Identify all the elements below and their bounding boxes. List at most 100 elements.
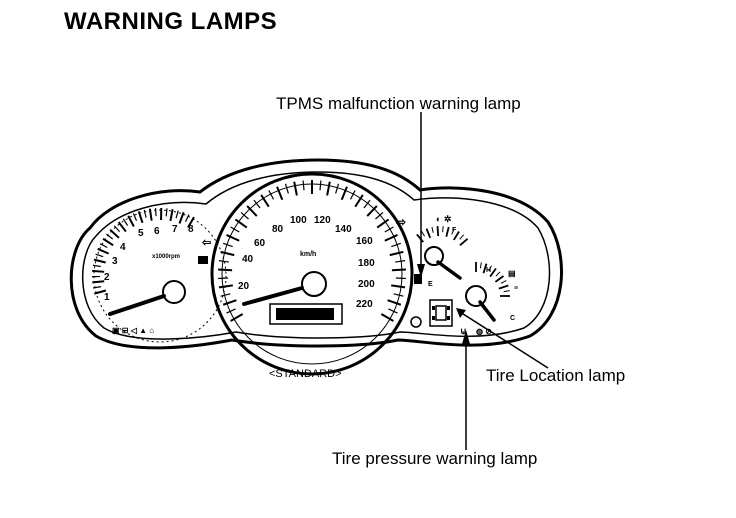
fuel-mark-e: E bbox=[428, 281, 433, 288]
tire-location-lamp-body bbox=[435, 305, 447, 321]
speed-label-220: 220 bbox=[356, 299, 373, 310]
tach-redzone bbox=[198, 256, 208, 264]
tachometer-tick bbox=[154, 208, 157, 217]
fuel-gauge-tick bbox=[459, 238, 469, 246]
tachometer-tick bbox=[97, 247, 110, 255]
speedometer-tick bbox=[246, 205, 258, 217]
tach-label-8: 8 bbox=[188, 224, 194, 235]
temp-gauge-needle bbox=[478, 300, 496, 322]
fuel-gauge-tick bbox=[421, 230, 425, 237]
fuel-gauge-tick bbox=[442, 226, 444, 233]
tachometer-tick bbox=[165, 208, 168, 217]
cluster-housing bbox=[69, 158, 564, 350]
speedometer-tick bbox=[363, 199, 371, 209]
tachometer-tick bbox=[113, 225, 121, 233]
right-indicator-icons: ▤ bbox=[508, 269, 516, 278]
tachometer-tick bbox=[187, 216, 195, 229]
temp-gauge-tick bbox=[500, 280, 507, 284]
tachometer-tick bbox=[169, 208, 174, 222]
speedometer-tick bbox=[349, 190, 356, 200]
tachometer-tick bbox=[117, 221, 127, 233]
temp-gauge-tick bbox=[489, 267, 497, 278]
fuel-gauge-tick bbox=[431, 226, 434, 233]
speedometer-tick bbox=[226, 234, 240, 242]
speedometer-tick bbox=[389, 250, 404, 257]
speed-label-80: 80 bbox=[272, 224, 284, 235]
tachometer-tick bbox=[132, 213, 138, 222]
temp-gauge-tick bbox=[495, 271, 501, 277]
tachometer-tick bbox=[178, 211, 185, 224]
tire-location-fl bbox=[432, 306, 435, 310]
speed-label-60: 60 bbox=[254, 238, 266, 249]
tachometer-tick bbox=[175, 210, 179, 219]
speedometer-tick bbox=[384, 234, 398, 242]
tachometer-tick bbox=[143, 209, 147, 218]
speedometer-tick bbox=[220, 250, 235, 257]
tachometer-tick bbox=[92, 264, 101, 268]
tachometer-face-ring bbox=[93, 209, 227, 343]
cluster-bezel bbox=[81, 171, 551, 340]
tachometer-tick bbox=[92, 286, 102, 289]
tachometer-tick bbox=[106, 233, 114, 240]
speedometer-tick bbox=[366, 205, 378, 217]
tire-location-lamp bbox=[429, 299, 453, 327]
tire-location-rl bbox=[432, 316, 435, 320]
speedometer-tick bbox=[230, 226, 240, 233]
fuel-gauge-tick bbox=[425, 228, 432, 239]
speedometer-tick bbox=[284, 183, 289, 194]
tire-pressure-lamp-icon: ⊍ bbox=[460, 326, 467, 336]
speed-label-160: 160 bbox=[356, 236, 373, 247]
fuel-gauge-needle bbox=[436, 260, 462, 280]
speedometer-tick bbox=[226, 308, 236, 314]
speedometer-tick bbox=[354, 194, 364, 208]
speedometer-ring bbox=[210, 172, 414, 376]
fuel-gauge-tick bbox=[453, 230, 460, 241]
speedometer-tick bbox=[391, 284, 406, 289]
temp-gauge-tick bbox=[482, 263, 488, 274]
speedometer-tick bbox=[391, 268, 406, 272]
tachometer-hub bbox=[162, 280, 186, 304]
speedometer-tick bbox=[387, 299, 402, 306]
tachometer-tick bbox=[109, 229, 120, 239]
tach-warning-icons: ▣ ⊟ ◁ ▲ ⌂ bbox=[112, 326, 154, 335]
speedometer-tick bbox=[335, 183, 340, 194]
temp-gauge-tick bbox=[479, 262, 482, 269]
fuel-mark-f: F bbox=[452, 227, 457, 234]
turn-signal-right-icon: ⇨ bbox=[396, 215, 406, 229]
tach-label-6: 6 bbox=[154, 226, 160, 237]
fuel-gauge-tick bbox=[451, 228, 455, 235]
tachometer-tick bbox=[99, 243, 108, 248]
temp-mark-h: H bbox=[486, 267, 491, 274]
tachometer-needle bbox=[108, 294, 166, 316]
fuel-gauge-tick bbox=[436, 226, 440, 237]
tach-label-3: 3 bbox=[112, 256, 118, 267]
right-indicator-icons-2: ≡ bbox=[514, 285, 518, 292]
speedometer-tick bbox=[276, 186, 284, 201]
fuel-gauge-tick bbox=[416, 233, 424, 243]
speedometer-tick bbox=[391, 242, 402, 248]
speedometer-tick bbox=[376, 218, 390, 229]
tachometer-tick bbox=[102, 237, 114, 247]
temp-gauge-tick bbox=[498, 284, 509, 290]
tachometer-tick bbox=[92, 280, 105, 284]
fuel-gauge-tick bbox=[459, 234, 464, 240]
tpms-malfunction-callout: TPMS malfunction warning lamp bbox=[276, 94, 521, 113]
speedometer-tick bbox=[218, 268, 233, 272]
speedometer-tick bbox=[253, 199, 261, 209]
tpms-malfunction-lamp bbox=[414, 274, 422, 284]
temp-gauge-hub bbox=[465, 285, 487, 307]
tire-location-fr bbox=[447, 306, 450, 310]
speedometer-hub bbox=[301, 271, 327, 297]
tach-label-4: 4 bbox=[120, 242, 126, 253]
speedometer-tick bbox=[375, 211, 384, 220]
speedometer-tick bbox=[388, 308, 398, 314]
tach-label-1: 1 bbox=[104, 292, 110, 303]
speedometer-tick bbox=[222, 299, 237, 306]
tachometer-tick bbox=[95, 253, 104, 258]
tachometer-ticks bbox=[91, 207, 195, 295]
speed-label-180: 180 bbox=[358, 258, 375, 269]
odometer-digits bbox=[276, 308, 334, 320]
tachometer-tick bbox=[93, 258, 106, 264]
temp-mark-c: C bbox=[510, 315, 515, 322]
